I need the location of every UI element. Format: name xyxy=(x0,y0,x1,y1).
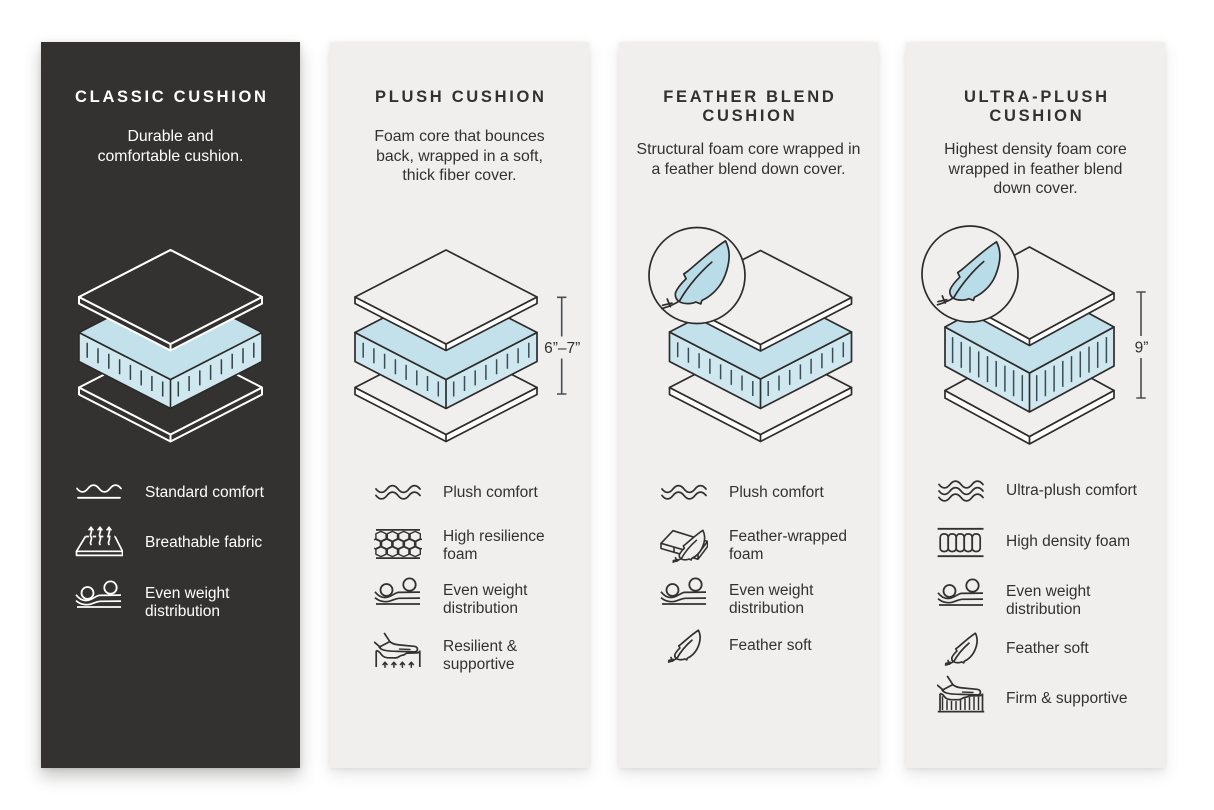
svg-text:9”: 9” xyxy=(1135,340,1149,357)
svg-text:6”–7”: 6”–7” xyxy=(544,340,580,357)
